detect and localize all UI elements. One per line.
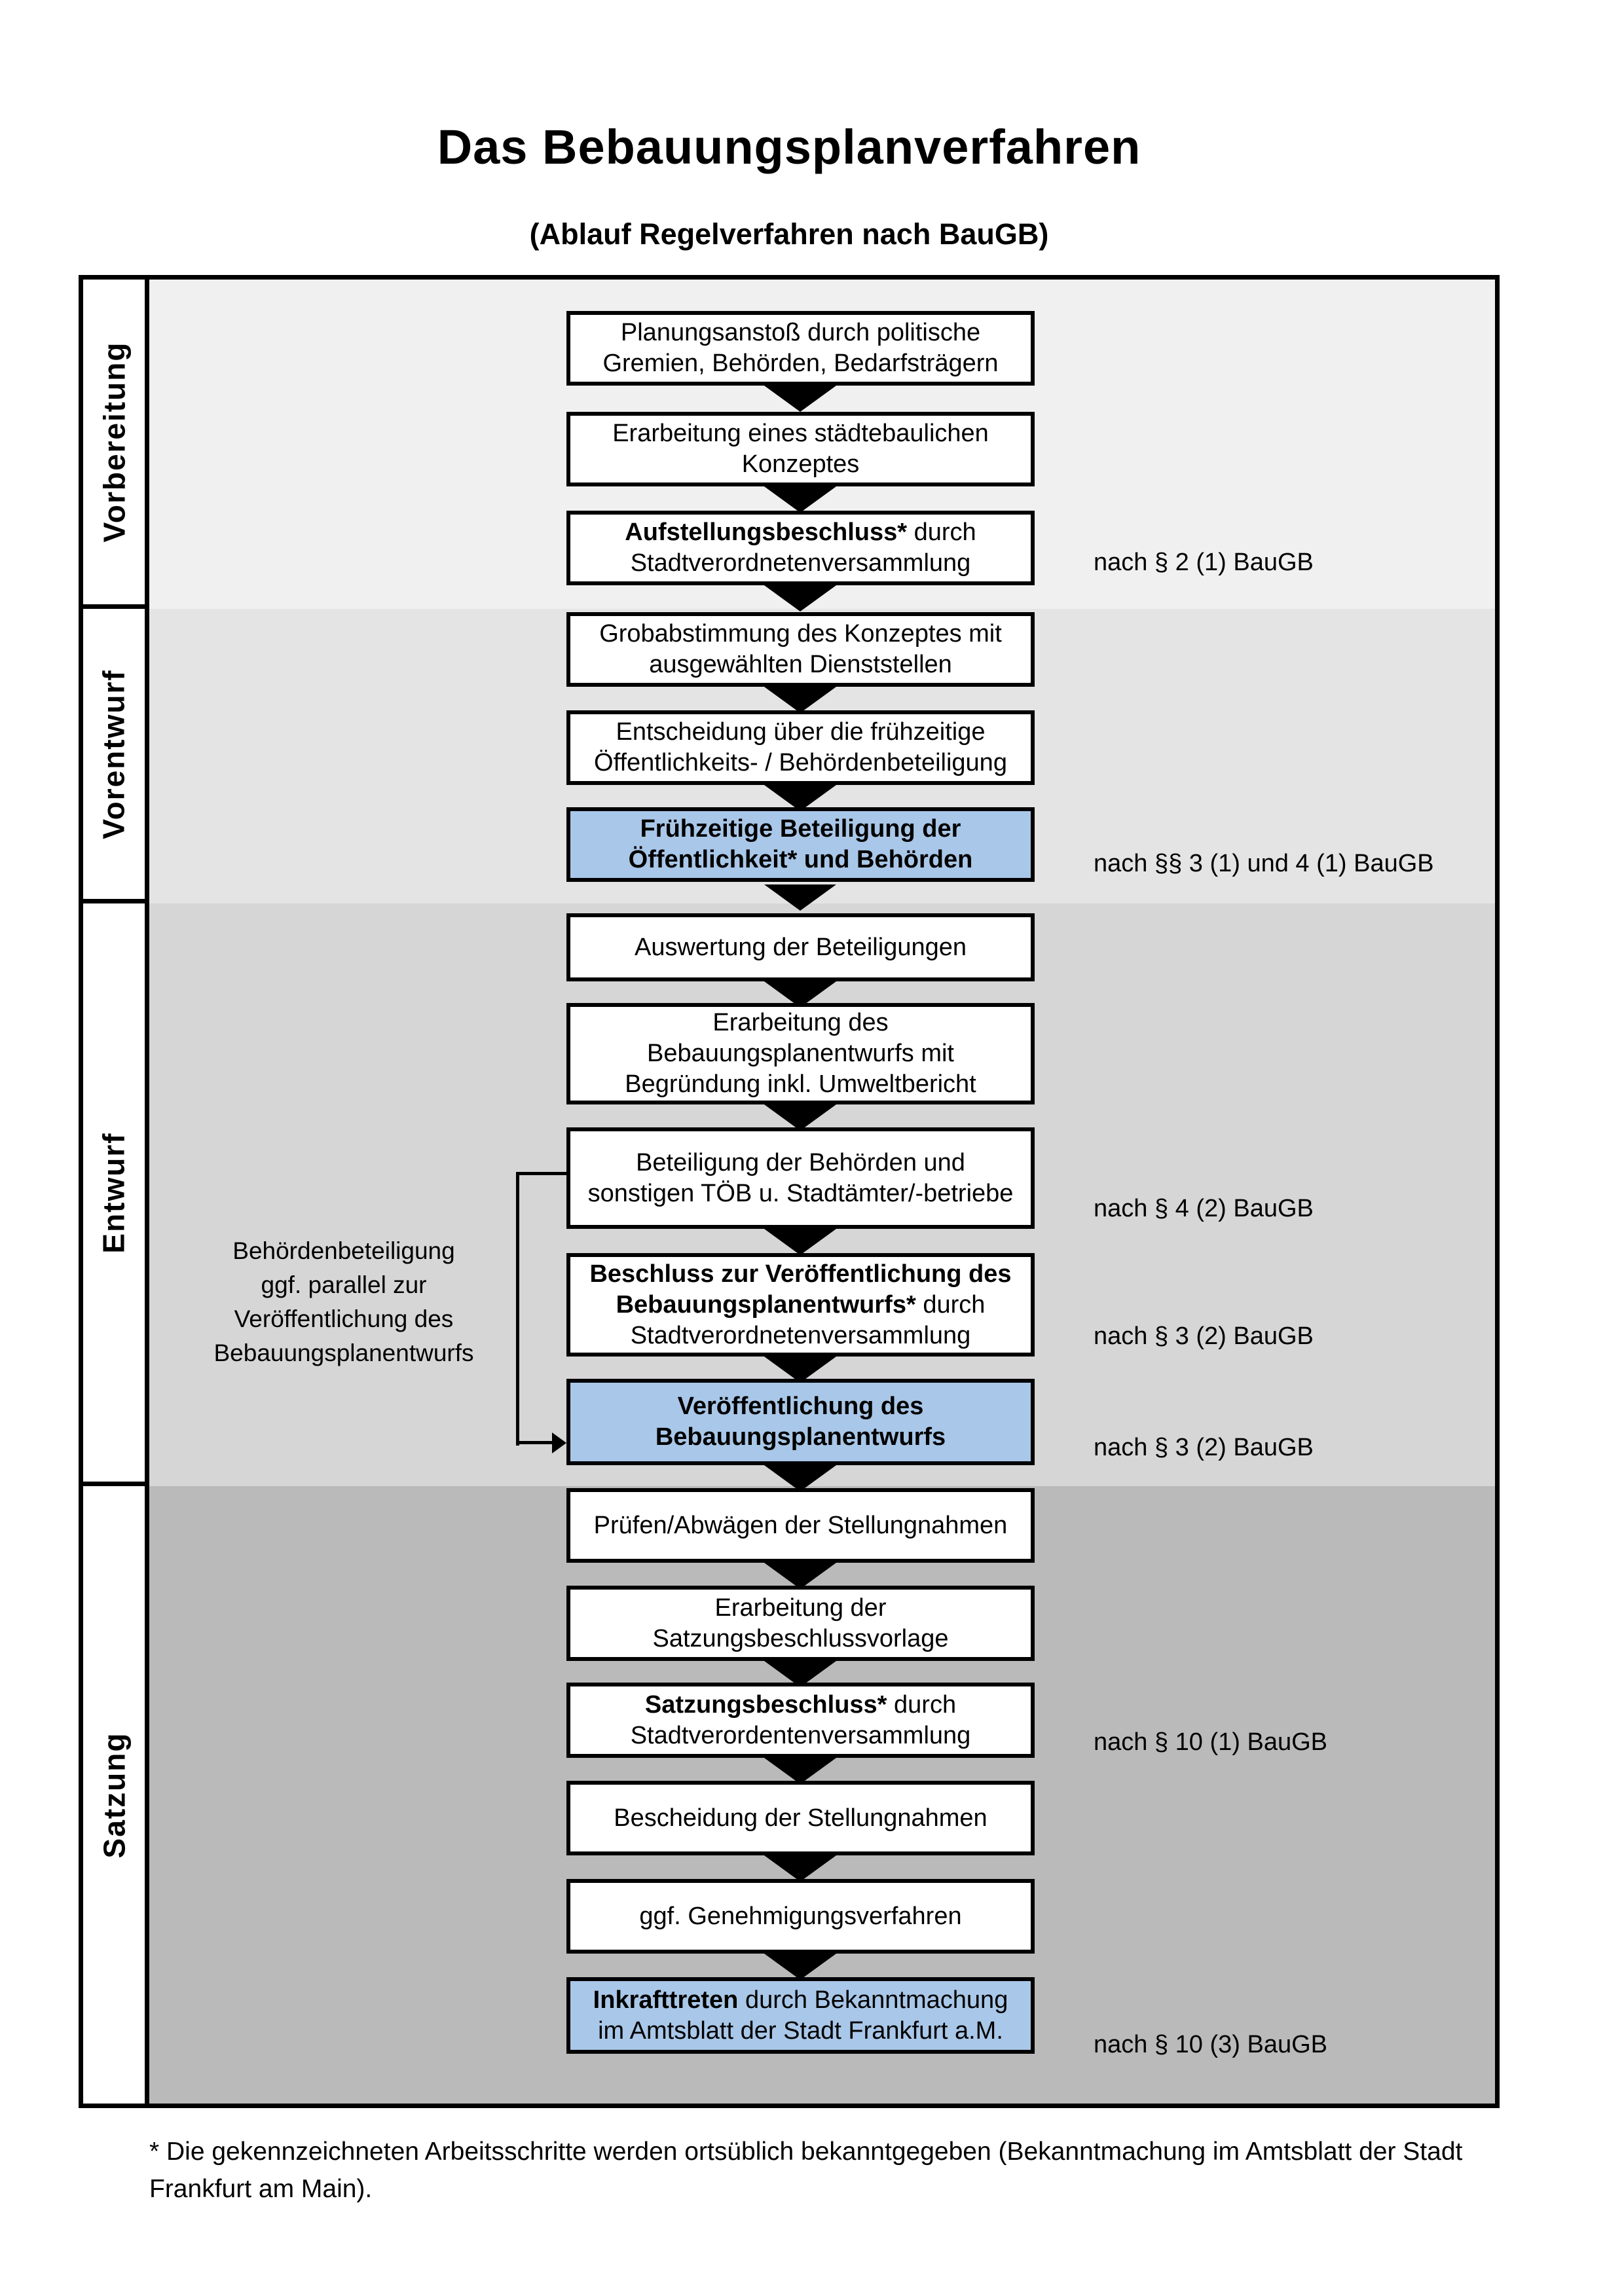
arrow-down-icon (764, 1357, 836, 1383)
parallel-connector-line (516, 1441, 555, 1444)
phase-cell-entwurf: Entwurf (83, 903, 149, 1486)
legal-reference-annotation: nach § 2 (1) BauGB (1094, 549, 1314, 576)
legal-reference-annotation: nach § 4 (2) BauGB (1094, 1195, 1314, 1222)
phase-label-entwurf: Entwurf (97, 1131, 132, 1254)
legal-reference-annotation: nach §§ 3 (1) und 4 (1) BauGB (1094, 850, 1434, 877)
page-title: Das Bebauungsplanverfahren (437, 120, 1141, 174)
arrow-down-icon (764, 585, 836, 611)
phase-label-vorbereitung: Vorbereitung (97, 341, 132, 543)
arrow-down-icon (764, 1229, 836, 1255)
arrow-right-icon (552, 1432, 566, 1453)
parallel-connector-line (516, 1172, 519, 1446)
arrow-down-icon (764, 1563, 836, 1589)
phase-cell-vorentwurf: Vorentwurf (83, 609, 149, 903)
legal-reference-annotation: nach § 10 (3) BauGB (1094, 2031, 1327, 2058)
arrow-down-icon (764, 687, 836, 713)
step-box-pruefen-abwaegen: Prüfen/Abwägen der Stellungnahmen (566, 1488, 1035, 1563)
step-box-bescheidung: Bescheidung der Stellungnahmen (566, 1781, 1035, 1855)
phase-label-satzung: Satzung (97, 1732, 132, 1858)
legal-reference-annotation: nach § 3 (2) BauGB (1094, 1434, 1314, 1461)
phase-cell-vorbereitung: Vorbereitung (83, 280, 149, 609)
footnote: * Die gekennzeichneten Arbeitsschritte w… (149, 2138, 1463, 2203)
arrow-down-icon (764, 1104, 836, 1131)
arrow-down-icon (764, 1954, 836, 1980)
step-box-auswertung: Auswertung der Beteiligungen (566, 913, 1035, 981)
arrow-down-icon (764, 884, 836, 911)
arrow-down-icon (764, 1855, 836, 1882)
phase-cell-satzung: Satzung (83, 1486, 149, 2104)
arrow-down-icon (764, 785, 836, 811)
page-subtitle: (Ablauf Regelverfahren nach BauGB) (529, 217, 1049, 251)
phase-label-vorentwurf: Vorentwurf (97, 668, 131, 839)
parallel-connector-line (516, 1172, 566, 1175)
legal-reference-annotation: nach § 10 (1) BauGB (1094, 1728, 1327, 1756)
arrow-down-icon (764, 1465, 836, 1491)
process-diagram-frame: Vorbereitung Vorentwurf Entwurf Satzung … (79, 275, 1500, 2108)
arrow-down-icon (764, 486, 836, 513)
arrow-down-icon (764, 386, 836, 412)
arrow-down-icon (764, 1758, 836, 1784)
legal-reference-annotation: nach § 3 (2) BauGB (1094, 1322, 1314, 1350)
step-box-genehmigungsverfahren: ggf. Genehmigungsverfahren (566, 1879, 1035, 1954)
